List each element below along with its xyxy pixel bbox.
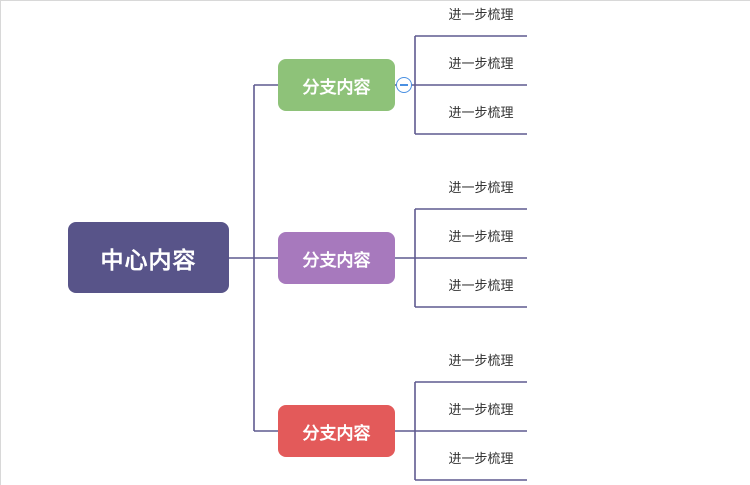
subtopic-2-3[interactable]: 进一步梳理 xyxy=(448,279,514,294)
branch-topic-2[interactable]: 分支内容 xyxy=(278,232,395,284)
center-topic[interactable]: 中心内容 xyxy=(68,222,229,293)
branch-topic-1[interactable]: 分支内容 xyxy=(278,59,395,111)
subtopic-1-2[interactable]: 进一步梳理 xyxy=(448,57,514,72)
subtopic-3-2[interactable]: 进一步梳理 xyxy=(448,403,514,418)
subtopic-3-1[interactable]: 进一步梳理 xyxy=(448,354,514,369)
branch-topic-3[interactable]: 分支内容 xyxy=(278,405,395,457)
subtopic-2-2[interactable]: 进一步梳理 xyxy=(448,230,514,245)
minus-circle-icon[interactable] xyxy=(396,77,412,93)
minus-bar xyxy=(400,84,408,86)
subtopic-3-3[interactable]: 进一步梳理 xyxy=(448,452,514,467)
subtopic-1-1[interactable]: 进一步梳理 xyxy=(448,8,514,23)
subtopic-2-1[interactable]: 进一步梳理 xyxy=(448,181,514,196)
subtopic-1-3[interactable]: 进一步梳理 xyxy=(448,106,514,121)
